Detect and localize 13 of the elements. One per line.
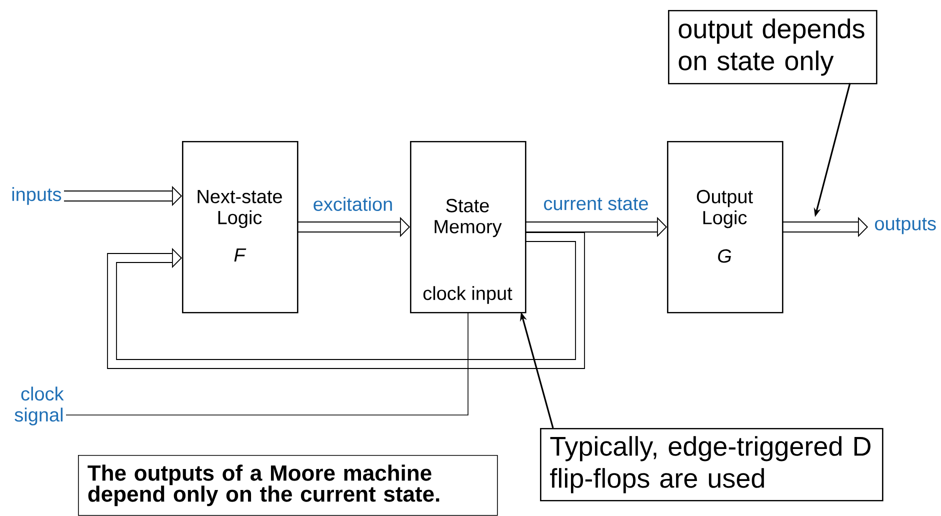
logic-block: State Memory clock input (410, 141, 526, 314)
signal-label: clock signal (14, 386, 64, 426)
bus-arrow (107, 232, 585, 369)
signal-label: outputs (875, 218, 936, 234)
logic-block: Output Logic G (667, 141, 784, 314)
logic-block: Next-state Logic F (182, 141, 298, 314)
signal-line (66, 312, 468, 416)
callout-box: output depends on state only (668, 10, 878, 84)
signal-label: inputs (12, 187, 62, 205)
edge-label: excitation (312, 196, 394, 212)
edge-label: current state (542, 196, 650, 212)
note-box: The outputs of a Moore machine depend only on the current state. (78, 455, 498, 516)
callout-box: Typically, edge-triggered D flip-flops are used (540, 428, 884, 502)
